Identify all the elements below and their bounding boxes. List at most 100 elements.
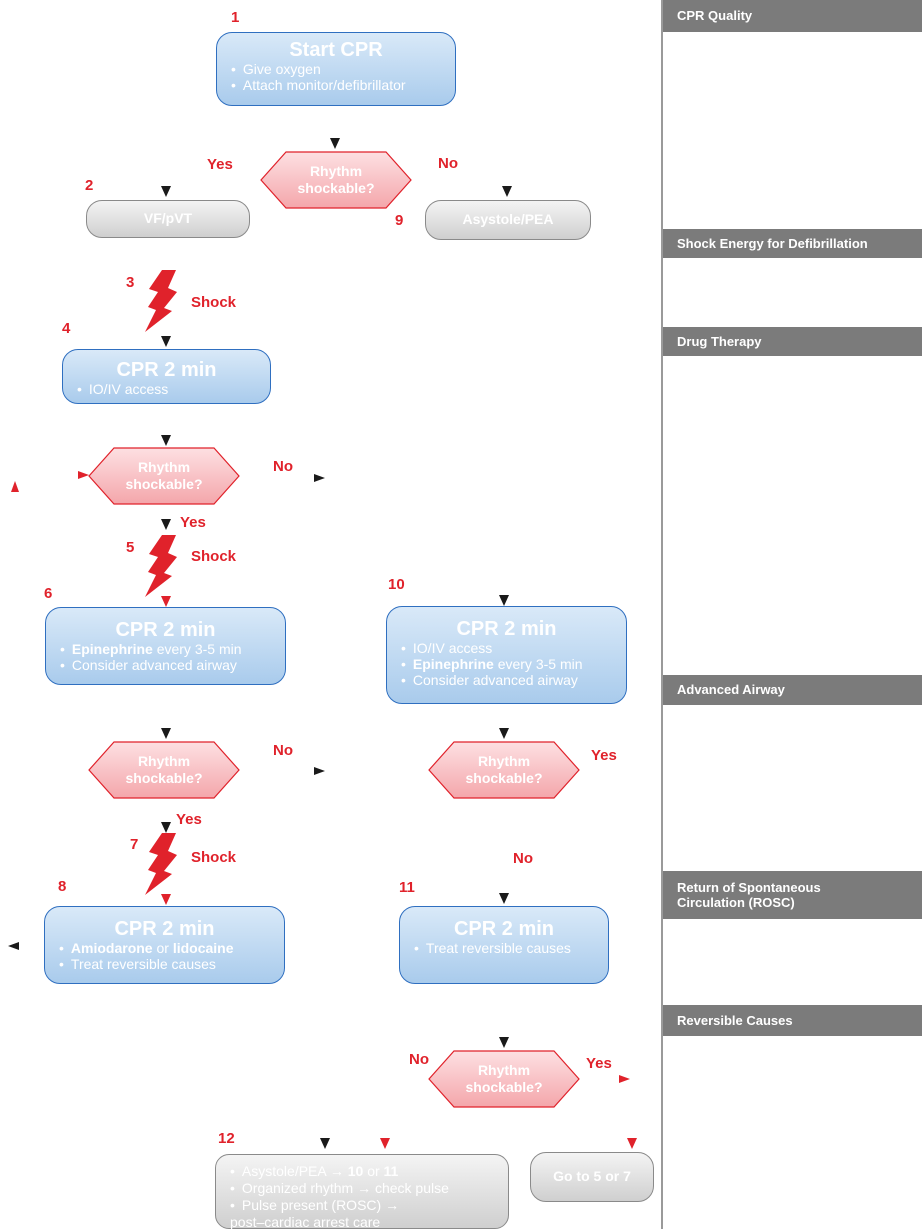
cpr-2min-title-6: CPR 2 min bbox=[115, 619, 216, 641]
rhythm-decision-4 bbox=[428, 741, 580, 799]
vf-pvt-box: VF/pVT bbox=[86, 200, 250, 238]
shock-label-2: Shock bbox=[191, 548, 237, 565]
cpr-2min-box-4: CPR 2 min IO/IV access bbox=[62, 349, 271, 404]
arrow-down-icon bbox=[330, 138, 340, 149]
sidebar-header-reversible-causes: Reversible Causes bbox=[663, 1005, 922, 1036]
outcome-box-12: Asystole/PEA → 10 or 11 Organized rhythm… bbox=[215, 1154, 509, 1230]
list-item: Epinephrine every 3-5 min bbox=[401, 656, 626, 672]
cpr-2min-title-11: CPR 2 min bbox=[453, 918, 555, 940]
arrow-down-icon bbox=[161, 728, 171, 739]
arrow-down-icon bbox=[161, 596, 171, 607]
list-item: Epinephrine every 3-5 min bbox=[60, 641, 285, 657]
cpr-2min-box-10: CPR 2 min IO/IV access Epinephrine every… bbox=[386, 606, 627, 704]
outcome-text: or bbox=[363, 1163, 384, 1179]
no-label-1: No bbox=[438, 155, 458, 172]
drug-name: lidocaine bbox=[172, 940, 234, 956]
decision-line-2: shockable? bbox=[465, 770, 543, 786]
list-item: Asystole/PEA → 10 or 11 bbox=[230, 1163, 508, 1180]
list-item: Organized rhythm → check pulse bbox=[230, 1180, 508, 1197]
arrow-down-icon bbox=[627, 1138, 637, 1149]
drug-dose: every 3-5 min bbox=[152, 641, 242, 657]
step-number-1: 1 bbox=[231, 9, 240, 26]
sidebar-header-shock-energy: Shock Energy for Defibrillation bbox=[663, 229, 922, 258]
no-label-5: No bbox=[409, 1051, 429, 1068]
arrow-right-icon bbox=[314, 767, 325, 775]
yes-label-3: Yes bbox=[176, 811, 202, 828]
decision-2-text: Rhythm shockable? bbox=[88, 459, 240, 493]
arrow-down-icon bbox=[320, 1138, 330, 1149]
outcome-continuation: post–cardiac arrest care bbox=[230, 1214, 381, 1230]
cpr-8-list: Amiodarone or lidocaine Treat reversible… bbox=[59, 940, 284, 972]
list-item: Amiodarone or lidocaine bbox=[59, 940, 284, 956]
decision-line-1: Rhythm bbox=[137, 459, 191, 475]
shock-label-1: Shock bbox=[191, 294, 237, 311]
rhythm-decision-1 bbox=[260, 151, 412, 209]
arrow-down-icon bbox=[161, 822, 171, 833]
arrow-down-icon bbox=[161, 519, 171, 530]
arrow-down-icon bbox=[161, 186, 171, 197]
conjunction: or bbox=[152, 940, 173, 956]
cpr-2min-box-11: CPR 2 min Treat reversible causes bbox=[399, 906, 609, 984]
step-ref: 10 bbox=[347, 1163, 364, 1179]
lightning-bolt-icon bbox=[145, 833, 177, 895]
step-number-12: 12 bbox=[218, 1130, 235, 1147]
goto-label: Go to 5 or 7 bbox=[553, 1168, 631, 1184]
arrow-right-icon bbox=[619, 1075, 630, 1083]
sidebar-header-cpr-quality: CPR Quality bbox=[663, 0, 922, 32]
asystole-pea-label: Asystole/PEA bbox=[462, 211, 554, 227]
step-number-8: 8 bbox=[58, 878, 67, 895]
cpr-2min-title-8: CPR 2 min bbox=[114, 918, 215, 940]
decision-line-1: Rhythm bbox=[137, 753, 191, 769]
arrow-down-icon bbox=[380, 1138, 390, 1149]
decision-line-2: shockable? bbox=[125, 476, 203, 492]
sidebar-header-advanced-airway: Advanced Airway bbox=[663, 675, 922, 705]
outcome-text: Asystole/PEA → bbox=[241, 1163, 348, 1179]
step-number-10: 10 bbox=[388, 576, 405, 593]
goto-box: Go to 5 or 7 bbox=[530, 1152, 654, 1202]
list-item: Consider advanced airway bbox=[401, 672, 626, 688]
decision-line-2: shockable? bbox=[297, 180, 375, 196]
asystole-pea-box: Asystole/PEA bbox=[425, 200, 591, 240]
step-number-6: 6 bbox=[44, 585, 53, 602]
decision-1-text: Rhythm shockable? bbox=[260, 163, 412, 197]
decision-3-text: Rhythm shockable? bbox=[88, 753, 240, 787]
cpr-6-list: Epinephrine every 3-5 min Consider advan… bbox=[60, 641, 285, 673]
decision-4-text: Rhythm shockable? bbox=[428, 753, 580, 787]
cpr-4-list: IO/IV access bbox=[77, 381, 270, 397]
start-cpr-title: Start CPR bbox=[289, 39, 383, 61]
list-item: IO/IV access bbox=[401, 640, 626, 656]
no-label-3: No bbox=[273, 742, 293, 759]
step-ref: 11 bbox=[383, 1163, 399, 1179]
list-item: Attach monitor/defibrillator bbox=[231, 77, 455, 93]
arrow-down-icon bbox=[161, 435, 171, 446]
no-label-2: No bbox=[273, 458, 293, 475]
yes-label-2: Yes bbox=[180, 514, 206, 531]
list-item: Give oxygen bbox=[231, 61, 455, 77]
lightning-bolt-icon bbox=[145, 535, 177, 597]
yes-label-1: Yes bbox=[207, 156, 233, 173]
rosc-line-2: Circulation (ROSC) bbox=[677, 895, 795, 910]
step-number-9: 9 bbox=[395, 212, 404, 229]
decision-line-2: shockable? bbox=[125, 770, 203, 786]
decision-line-1: Rhythm bbox=[477, 1062, 531, 1078]
sidebar-header-rosc: Return of Spontaneous Circulation (ROSC) bbox=[663, 871, 922, 919]
arrow-down-icon bbox=[502, 186, 512, 197]
list-item: Treat reversible causes bbox=[59, 956, 284, 972]
rhythm-decision-2 bbox=[88, 447, 240, 505]
drug-name: Epinephrine bbox=[412, 656, 494, 672]
arrow-down-icon bbox=[499, 595, 509, 606]
outcome-list: Asystole/PEA → 10 or 11 Organized rhythm… bbox=[230, 1163, 508, 1214]
list-item: Consider advanced airway bbox=[60, 657, 285, 673]
list-item: IO/IV access bbox=[77, 381, 270, 397]
rhythm-decision-5 bbox=[428, 1050, 580, 1108]
rosc-line-1: Return of Spontaneous bbox=[677, 880, 821, 895]
arrow-down-icon bbox=[161, 894, 171, 905]
vf-pvt-label: VF/pVT bbox=[143, 210, 193, 226]
step-number-11: 11 bbox=[399, 879, 415, 896]
drug-dose: every 3-5 min bbox=[493, 656, 583, 672]
sidebar-header-drug-therapy: Drug Therapy bbox=[663, 327, 922, 356]
lightning-bolt-icon bbox=[145, 270, 177, 332]
arrow-right-icon bbox=[78, 471, 89, 479]
decision-line-1: Rhythm bbox=[309, 163, 363, 179]
arrow-up-icon bbox=[11, 481, 19, 492]
